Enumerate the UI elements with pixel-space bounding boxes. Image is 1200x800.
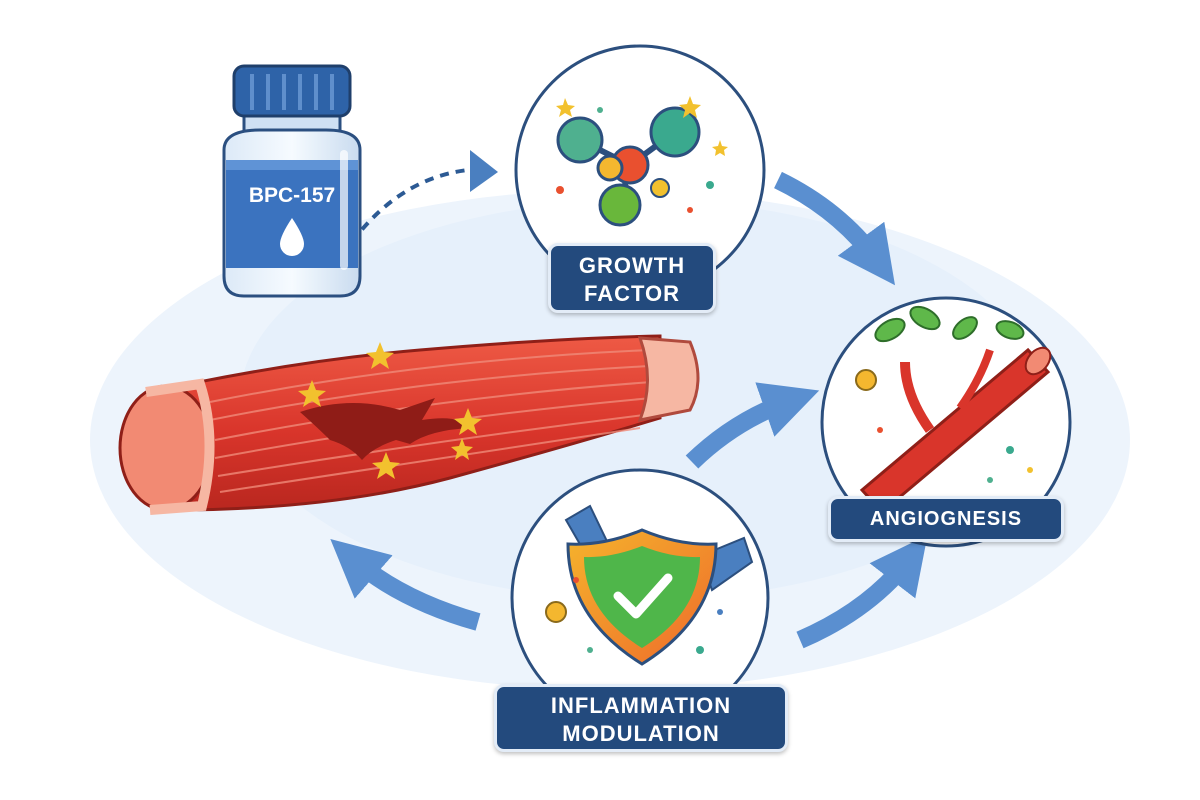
checkmark-icon <box>613 573 673 619</box>
shield-icon <box>566 528 718 666</box>
angiogenesis-node <box>820 296 1072 548</box>
growth-factor-label-line1: GROWTH <box>578 253 686 278</box>
medicine-vial-icon: BPC-157 <box>222 64 362 298</box>
muscle-fiber-icon <box>118 334 700 515</box>
arrow-growth-to-angio <box>774 171 895 286</box>
cycle-arrows <box>330 171 928 649</box>
growth-factor-label-line2: FACTOR <box>583 281 681 306</box>
inflammation-label-line2: MODULATION <box>562 721 720 746</box>
arrow-inflam-to-muscle <box>330 539 481 631</box>
angiogenesis-label-text: ANGIOGNESIS <box>869 508 1023 530</box>
inflammation-modulation-label: INFLAMMATION MODULATION <box>494 684 788 752</box>
vial-label: BPC-157 <box>249 184 335 207</box>
arrow-muscle-to-angio <box>685 382 820 469</box>
blood-vessel-icon <box>859 346 1052 515</box>
inflammation-node <box>510 468 770 728</box>
muscle-tear <box>300 398 470 460</box>
inflammation-label-line1: INFLAMMATION <box>550 693 732 718</box>
dashed-arrow-vial-to-growth <box>350 168 469 244</box>
arrow-inflam-to-angio <box>796 535 928 649</box>
dashed-arrow-head <box>470 150 498 192</box>
leaf-sprout-icon <box>874 305 1025 343</box>
angiogenesis-label: ANGIOGNESIS <box>828 496 1064 542</box>
water-drop-icon <box>280 218 304 256</box>
growth-factor-label: GROWTH FACTOR <box>548 243 716 313</box>
molecule-icon <box>556 106 701 227</box>
